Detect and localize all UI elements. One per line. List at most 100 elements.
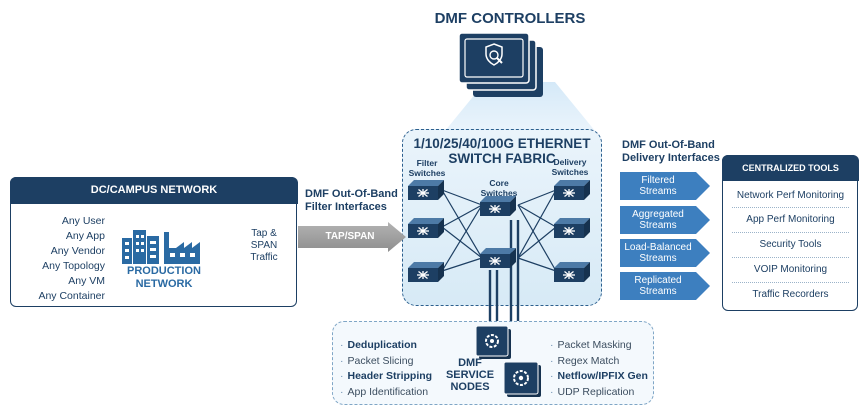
tool-item: Traffic Recorders [752,289,829,300]
service-item: ·Packet Masking [550,338,650,354]
delivery-switches-line1: Delivery [553,157,587,167]
stream-arrow-shape [620,206,710,234]
fabric-title-line1: 1/10/25/40/100G ETHERNET [413,136,591,151]
tool-item: Security Tools [759,239,822,250]
filter-interfaces-line2: Filter Interfaces [305,201,387,213]
service-item-label: Header Stripping [347,370,433,382]
bullet-icon: · [340,370,344,382]
service-item-label: Regex Match [557,354,620,367]
service-item-label: UDP Replication [557,385,635,398]
stream-label-line1: Filtered [641,175,675,186]
fabric-title-line2: SWITCH FABRIC [448,151,556,166]
filter-switch-3-icon [407,261,445,283]
production-line2: NETWORK [135,278,193,290]
delivery-switches-label: Delivery Switches [548,157,592,177]
stream-arrow-shape [620,172,710,200]
tap-span-arrow-label: TAP/SPAN [325,231,375,242]
core-switches-line2: Switches [480,188,518,198]
stream-label-line1: Load-Balanced [624,242,692,253]
bullet-icon: · [340,339,344,351]
filter-switches-line1: Filter [416,158,438,168]
service-item-label: Packet Slicing [347,354,414,367]
service-item: ·Netflow/IPFIX Gen [550,369,650,385]
service-nodes-title: DMF SERVICE NODES [440,357,500,393]
filter-interfaces-line1: DMF Out-Of-Band [305,188,398,200]
core-switch-1-icon [479,195,517,217]
service-title-line2: SERVICE [445,369,495,381]
tool-divider [732,232,849,233]
service-item-label: App Identification [347,385,429,398]
centralized-tools-box [722,155,858,311]
tap-span-line1: Tap & [251,228,277,239]
service-item: ·Deduplication [340,338,445,354]
tool-item: App Perf Monitoring [746,214,835,225]
centralized-tools-title: CENTRALIZED TOOLS [722,155,859,181]
delivery-switch-3-icon [553,261,591,283]
delivery-interfaces-line1: DMF Out-Of-Band [622,139,715,151]
dc-item: Any Container [38,290,105,302]
stream-arrow-shape [620,272,710,300]
service-title-line1: DMF [458,357,482,369]
service-item: ·Regex Match [550,354,650,370]
service-right-list: ·Packet Masking ·Regex Match ·Netflow/IP… [550,338,650,400]
tool-divider [732,207,849,208]
tool-item: VOIP Monitoring [753,264,828,275]
stream-arrow-shape [620,239,710,267]
dc-item: Any App [65,230,105,242]
service-item-label: Packet Masking [557,339,632,351]
bullet-icon: · [550,370,554,382]
bullet-icon: · [550,354,554,367]
service-node-1-icon [476,326,511,359]
city-factory-icon [122,230,200,264]
tool-divider [732,282,849,283]
stream-label-line2: Streams [639,286,677,297]
core-switches-label: Core Switches [477,178,521,198]
bullet-icon: · [340,385,344,398]
core-switch-2-icon [479,247,517,269]
dc-item: Any Topology [42,260,105,272]
tap-span-arrow [298,222,406,252]
service-item: ·App Identification [340,385,445,401]
bullet-icon: · [550,385,554,398]
production-network-label: PRODUCTION NETWORK [118,265,210,291]
stream-label-line2: Streams [639,186,677,197]
core-switches-line1: Core [489,178,509,188]
service-node-2-icon [504,362,541,397]
service-item: ·Packet Slicing [340,354,445,370]
controller-stack-icon [459,33,543,97]
delivery-switch-2-icon [553,217,591,239]
service-item: ·Header Stripping [340,369,445,385]
filter-switches-label: Filter Switches [405,158,449,178]
service-item: ·UDP Replication [550,385,650,401]
service-left-list: ·Deduplication ·Packet Slicing ·Header S… [340,338,445,400]
stream-label-line2: Streams [639,220,677,231]
bullet-icon: · [550,339,554,351]
dc-item-list: Any User Any App Any Vendor Any Topology… [20,214,105,304]
dc-item: Any Vendor [50,245,105,257]
tool-item: Network Perf Monitoring [736,190,845,201]
service-item-label: Deduplication [347,339,417,351]
dc-item: Any User [61,215,105,227]
stream-label-line2: Streams [639,253,677,264]
stream-label-line1: Aggregated [632,209,684,220]
dc-campus-network-title: DC/CAMPUS NETWORK [10,177,298,204]
fabric-title: 1/10/25/40/100G ETHERNET SWITCH FABRIC [402,136,602,166]
filter-switch-1-icon [407,179,445,201]
filter-interfaces-label: DMF Out-Of-Band Filter Interfaces [305,188,398,214]
bullet-icon: · [340,354,344,367]
service-item-label: Netflow/IPFIX Gen [557,370,648,382]
dc-item: Any VM [68,275,105,287]
delivery-interfaces-line2: Delivery Interfaces [622,152,720,164]
production-line1: PRODUCTION [127,265,201,277]
filter-switches-line2: Switches [408,168,446,178]
filter-switch-2-icon [407,217,445,239]
delivery-interfaces-label: DMF Out-Of-Band Delivery Interfaces [622,139,720,165]
